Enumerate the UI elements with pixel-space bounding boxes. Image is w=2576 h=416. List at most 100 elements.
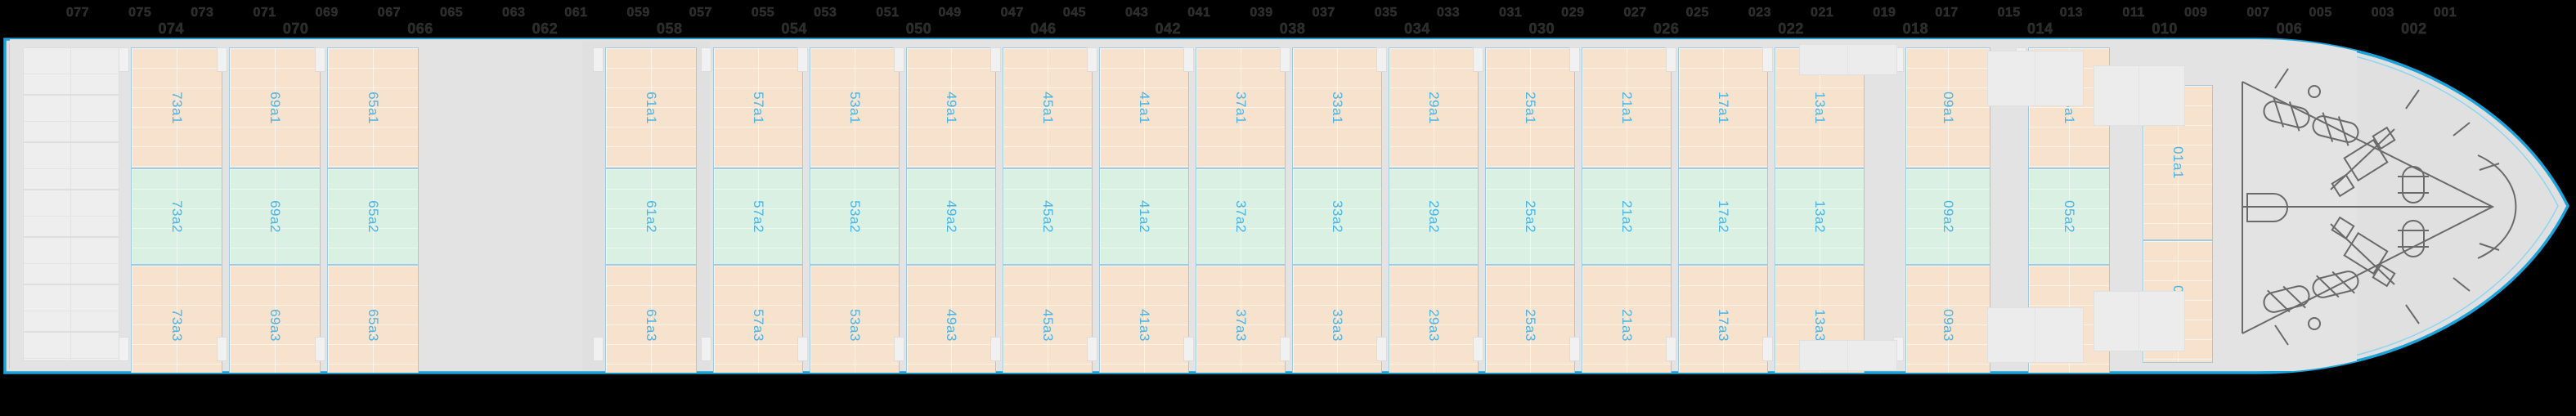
frame-mark-019: 019 [1873, 6, 1896, 20]
cabin-cell-13a2[interactable]: 13a2 [1775, 168, 1865, 265]
cabin-cell-37a2[interactable]: 37a2 [1196, 168, 1286, 265]
frame-mark-042: 042 [1155, 20, 1181, 37]
cabin-cell-09a1[interactable]: 09a1 [1905, 47, 1990, 168]
corridor-stub-bottom [1473, 337, 1483, 361]
cabin-cell-61a2[interactable]: 61a2 [605, 168, 697, 265]
cabin-cell-45a3[interactable]: 45a3 [1003, 265, 1093, 380]
cabin-cell-21a1[interactable]: 21a1 [1582, 47, 1672, 168]
frame-mark-046: 046 [1030, 20, 1057, 37]
frame-mark-077: 077 [65, 6, 90, 20]
cabin-cell-73a3[interactable]: 73a3 [131, 265, 222, 380]
cabin-cell-57a3[interactable]: 57a3 [713, 265, 803, 380]
cabin-cell-41a3[interactable]: 41a3 [1099, 265, 1189, 380]
frame-mark-071: 071 [253, 6, 276, 20]
cabin-cell-61a1[interactable]: 61a1 [605, 47, 697, 168]
cabin-cell-65a1[interactable]: 65a1 [327, 47, 419, 168]
stern-cell [23, 142, 119, 190]
cabin-label-05a2: 05a2 [2062, 200, 2077, 233]
cabin-cell-65a2[interactable]: 65a2 [327, 168, 419, 265]
frame-mark-065: 065 [439, 6, 464, 20]
cabin-cell-09a2[interactable]: 09a2 [1905, 168, 1990, 265]
frame-mark-030: 030 [1528, 20, 1555, 37]
frame-mark-018: 018 [1902, 20, 1929, 37]
cabin-cell-57a1[interactable]: 57a1 [713, 47, 803, 168]
cabin-label-41a1: 41a1 [1137, 92, 1152, 124]
bow-stem-arc [2478, 155, 2515, 258]
frame-mark-010: 010 [2152, 20, 2178, 37]
cabin-cell-21a3[interactable]: 21a3 [1582, 265, 1672, 380]
frame-mark-067: 067 [377, 6, 402, 20]
cabin-cell-49a1[interactable]: 49a1 [906, 47, 996, 168]
cabin-cell-21a2[interactable]: 21a2 [1582, 168, 1672, 265]
service-block-e [1799, 44, 1897, 75]
cabin-cell-37a1[interactable]: 37a1 [1196, 47, 1286, 168]
cabin-cell-65a3[interactable]: 65a3 [327, 265, 419, 380]
cabin-cell-41a1[interactable]: 41a1 [1099, 47, 1189, 168]
bollard-stbd [2398, 221, 2429, 257]
cabin-cell-53a2[interactable]: 53a2 [810, 168, 900, 265]
cabin-cell-29a1[interactable]: 29a1 [1389, 47, 1479, 168]
frame-mark-053: 053 [814, 6, 837, 20]
cabin-cell-09a3[interactable]: 09a3 [1905, 265, 1990, 380]
cabin-cell-49a3[interactable]: 49a3 [906, 265, 996, 380]
cabin-cell-37a3[interactable]: 37a3 [1196, 265, 1286, 380]
corridor-stub-top [217, 47, 227, 72]
frame-mark-041: 041 [1187, 6, 1211, 20]
cabin-cell-45a2[interactable]: 45a2 [1003, 168, 1093, 265]
corridor-stub-top [1666, 47, 1676, 72]
frame-mark-022: 022 [1778, 20, 1804, 37]
cabin-label-65a3: 65a3 [366, 309, 381, 342]
stern-cell [23, 332, 119, 361]
cabin-cell-17a1[interactable]: 17a1 [1678, 47, 1768, 168]
cabin-cell-41a2[interactable]: 41a2 [1099, 168, 1189, 265]
cabin-cell-53a3[interactable]: 53a3 [810, 265, 900, 380]
cabin-label-01a1: 01a1 [2170, 146, 2186, 179]
cabin-cell-69a2[interactable]: 69a2 [229, 168, 321, 265]
cabin-cell-29a3[interactable]: 29a3 [1389, 265, 1479, 380]
cabin-label-53a2: 53a2 [847, 200, 863, 233]
cabin-cell-73a1[interactable]: 73a1 [131, 47, 222, 168]
cabin-cell-33a3[interactable]: 33a3 [1292, 265, 1382, 380]
cabin-cell-69a3[interactable]: 69a3 [229, 265, 321, 380]
cabin-cell-17a2[interactable]: 17a2 [1678, 168, 1768, 265]
cabin-cell-73a2[interactable]: 73a2 [131, 168, 222, 265]
frame-mark-045: 045 [1062, 6, 1087, 20]
cabin-label-41a2: 41a2 [1137, 200, 1152, 233]
frame-mark-014: 014 [2027, 20, 2053, 37]
cabin-cell-25a1[interactable]: 25a1 [1485, 47, 1575, 168]
cabin-cell-69a1[interactable]: 69a1 [229, 47, 321, 168]
cabin-cell-05a2[interactable]: 05a2 [2028, 168, 2110, 265]
corridor-stub-bottom [797, 337, 808, 361]
cabin-cell-49a2[interactable]: 49a2 [906, 168, 996, 265]
cabin-cell-25a3[interactable]: 25a3 [1485, 265, 1575, 380]
cabin-cell-53a1[interactable]: 53a1 [810, 47, 900, 168]
corridor-stub-bottom [1569, 337, 1580, 361]
cabin-cell-33a2[interactable]: 33a2 [1292, 168, 1382, 265]
cabin-cell-45a1[interactable]: 45a1 [1003, 47, 1093, 168]
corridor-stub-bottom [894, 337, 904, 361]
cabin-cell-33a1[interactable]: 33a1 [1292, 47, 1382, 168]
cabin-cell-17a3[interactable]: 17a3 [1678, 265, 1768, 380]
cabin-cell-29a2[interactable]: 29a2 [1389, 168, 1479, 265]
cabin-cell-57a2[interactable]: 57a2 [713, 168, 803, 265]
cabin-cell-25a2[interactable]: 25a2 [1485, 168, 1575, 265]
cabin-cell-61a3[interactable]: 61a3 [605, 265, 697, 380]
cabin-label-73a3: 73a3 [169, 309, 185, 342]
